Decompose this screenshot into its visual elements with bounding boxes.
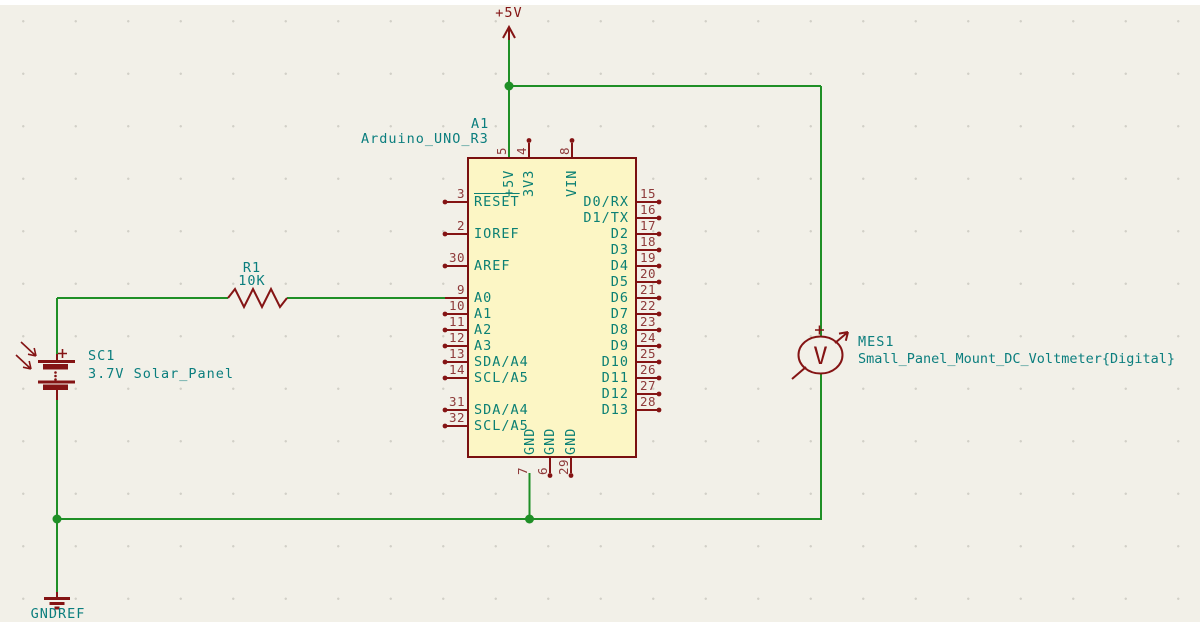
pin-end-dot [656,359,662,365]
resistor-symbol [227,286,288,310]
pin-end-dot [442,359,448,365]
power-flag-5v-symbol [502,24,516,40]
pin-end-dot [656,247,662,253]
pin-end-dot [442,263,448,269]
arduino-pin-stubs [442,138,662,478]
pin-end-dot [442,375,448,381]
pin-end-dot [656,311,662,317]
voltmeter-plus-mark [815,325,824,335]
wires [56,40,822,592]
bottom-letterbox [0,622,1200,630]
pin-end-dot [442,231,448,237]
solar-plus-mark [58,349,67,358]
light-arrow [20,341,37,357]
light-arrow [15,354,32,370]
pin-end-dot [656,391,662,397]
pin-end-dot [442,423,448,429]
arduino-body [467,157,637,458]
junction-dot [504,81,514,91]
solar-panel-symbol [15,341,75,400]
pin-end-dot [656,263,662,269]
pin-end-dot [656,279,662,285]
gnd-symbol [44,592,70,610]
pin-end-dot [547,473,553,478]
voltmeter-letter: V [813,342,827,370]
pin-end-dot [656,295,662,301]
pin-end-dot [656,343,662,349]
pin-end-dot [442,407,448,413]
pin-end-dot [526,138,532,143]
top-letterbox [0,0,1200,5]
pin-end-dot [656,199,662,205]
voltmeter-symbol: V [791,325,849,380]
wire-voltmeter-bottom [57,373,822,520]
pin-end-dot [442,343,448,349]
pin-end-dot [569,138,575,143]
pin-end-dot [442,327,448,333]
pin-end-dot [656,215,662,221]
junction-dots [52,81,534,524]
pin-end-dot [656,407,662,413]
pin-end-dot [656,231,662,237]
pin-end-dot [656,375,662,381]
pin-end-dot [442,199,448,205]
pin-end-dot [656,327,662,333]
pin-end-dot [568,473,574,478]
junction-dot [525,514,534,524]
pin-end-dot [442,311,448,317]
junction-dot [52,514,62,524]
